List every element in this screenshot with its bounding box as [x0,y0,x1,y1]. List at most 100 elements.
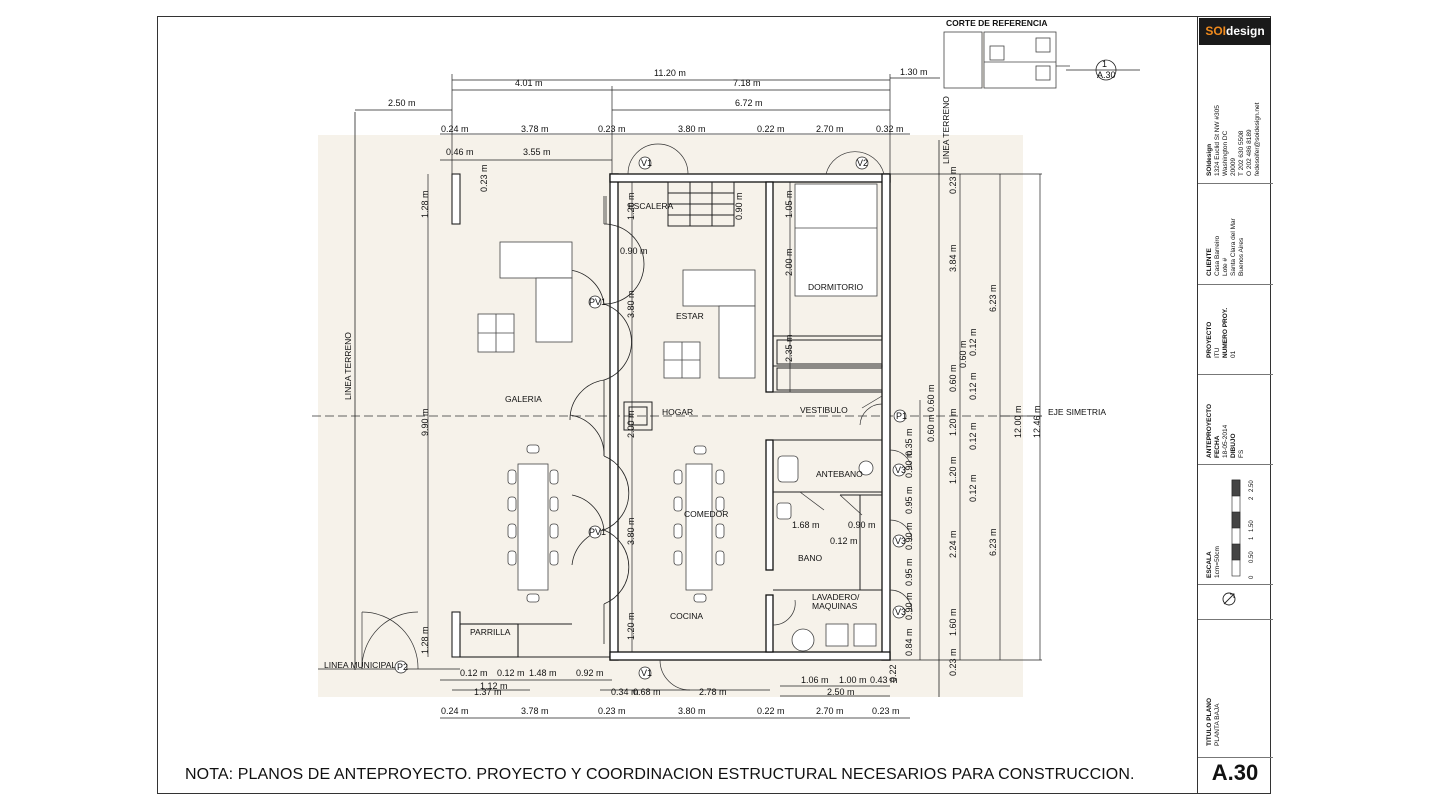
dim-bb-023b: 0.23 m [872,706,900,716]
reference-section-drawing [943,31,1070,89]
tb-client-section [1198,183,1273,283]
dim-r-023b: 0.23 m [948,648,958,676]
room-escalera: ESCALERA [628,201,674,211]
dim-w-095b: 0.95 m [904,558,914,586]
room-dormitorio: DORMITORIO [808,282,863,292]
municipal-line-label: LINEA MUNICIPAL [324,660,396,670]
dim-i-120: 1.20 m [626,192,636,220]
tb-project: PROYECTO ITU NUMERO PROY. 01 [1206,307,1237,358]
dim-t-024: 0.24 m [441,124,469,134]
dim-t-380: 3.80 m [678,124,706,134]
dim-t-378: 3.78 m [521,124,549,134]
room-hogar: HOGAR [662,407,693,417]
dim-t-046: 0.46 m [446,147,474,157]
room-vestibulo: VESTIBULO [800,405,848,415]
dim-r-120a: 1.20 m [948,408,958,436]
inner-partitions [623,181,883,591]
dim-w-090c: 0.90 m [904,592,914,620]
dim-r-060a: 0.60 m [948,364,958,392]
dim-w-090b: 0.90 m [904,522,914,550]
room-lavadero: LAVADERO/ [812,592,860,602]
dim-bb-378: 3.78 m [521,706,549,716]
dim-i-380b: 3.80 m [626,517,636,545]
tag-v3-a: V3 [895,465,906,475]
dim-t-022: 0.22 m [757,124,785,134]
reference-title: CORTE DE REFERENCIA [946,18,1048,28]
tag-p1: P1 [896,411,907,421]
dim-d-200: 2.00 m [784,248,794,276]
dim-d-235: 2.35 m [784,334,794,362]
dim-bb-022: 0.22 m [757,706,785,716]
dim-b-012b: 0.12 m [497,668,525,678]
dim-r-120b: 1.20 m [948,456,958,484]
dim-top-left: 4.01 m [515,78,543,88]
dim-r-623a: 6.23 m [988,284,998,312]
tag-p2: P2 [397,662,408,672]
dim-top-inner: 6.72 m [735,98,763,108]
tb-firm-info: SOIdesign 1324 Euclid St NW #305 Washing… [1206,102,1261,176]
dim-d-105: 1.05 m [784,190,794,218]
dim-bb-023a: 0.23 m [598,706,626,716]
dim-i-200: 2.00 m [626,410,636,438]
dim-r-012a: 0.12 m [968,328,978,356]
dimension-lines [355,74,1042,719]
dim-w-084: 0.84 m [904,628,914,656]
room-parrilla: PARRILLA [470,627,511,637]
dim-bb-270: 2.70 m [816,706,844,716]
dim-r-623b: 6.23 m [988,528,998,556]
dim-b-137: 1.37 m [474,687,502,697]
dim-r-012d: 0.12 m [968,474,978,502]
dim-t-355: 3.55 m [523,147,551,157]
dim-r-060c: 0.60 m [926,384,936,412]
dim-bb-380: 3.80 m [678,706,706,716]
site-line-left-label: LINEA TERRENO [343,332,353,400]
dim-b-148: 1.48 m [529,668,557,678]
section-marker-number: 1 [1102,59,1107,69]
galeria-outline [451,173,612,658]
dim-i-380a: 3.80 m [626,290,636,318]
dim-top-total: 11.20 m [654,68,686,78]
dim-top-setback: 2.50 m [388,98,416,108]
sheet-number: A.30 [1211,760,1259,785]
tb-title-section [1198,619,1273,757]
firm-logo: SOIdesign [1199,18,1271,45]
dim-b-112: 1.12 m [480,681,508,691]
room-bano: BANO [798,553,822,563]
dim-w-035: 0.35 m [904,428,914,456]
dim-r-160: 1.60 m [948,608,958,636]
site-line-right-label: LINEA TERRENO [941,96,951,164]
door-swings [361,143,913,691]
dim-bb-024: 0.24 m [441,706,469,716]
interior-furniture [663,183,878,652]
tag-v3-c: V3 [895,607,906,617]
dim-r-060b: 0.60 m [958,340,968,368]
room-antebano: ANTEBANO [816,469,863,479]
dim-i-090b: 0.90 m [734,192,744,220]
dim-b-068: 0.68 m [633,687,661,697]
tag-v1-bottom: V1 [641,668,652,678]
dim-d-168: 1.68 m [792,520,820,530]
tb-scale: ESCALA 1cm=50cm [1206,546,1221,578]
dim-l-990: 9.90 m [420,408,430,436]
main-walls [609,173,891,661]
drawing-frame [157,16,1271,794]
tag-pv1-bottom: PV1 [589,527,606,537]
dim-i-090: 0.90 m [620,246,648,256]
tag-v1-top: V1 [641,158,652,168]
dim-b-278: 2.78 m [699,687,727,697]
room-maquinas: MAQUINAS [812,601,858,611]
dim-t-023b: 0.23 m [479,164,489,192]
dim-w-090a: 0.90 m [904,450,914,478]
section-marker-sheet: A.30 [1097,70,1116,80]
tb-scale-section [1198,464,1273,584]
dim-r-1246: 12.46 m [1032,405,1042,438]
opening-tags [394,156,907,680]
room-galeria: GALERIA [505,394,542,404]
tb-stage-section [1198,374,1273,464]
dim-r-012b: 0.12 m [968,372,978,400]
dim-w-095a: 0.95 m [904,486,914,514]
dim-d-012: 0.12 m [830,536,858,546]
dim-b-250: 2.50 m [827,687,855,697]
dim-r-023a: 0.23 m [948,166,958,194]
